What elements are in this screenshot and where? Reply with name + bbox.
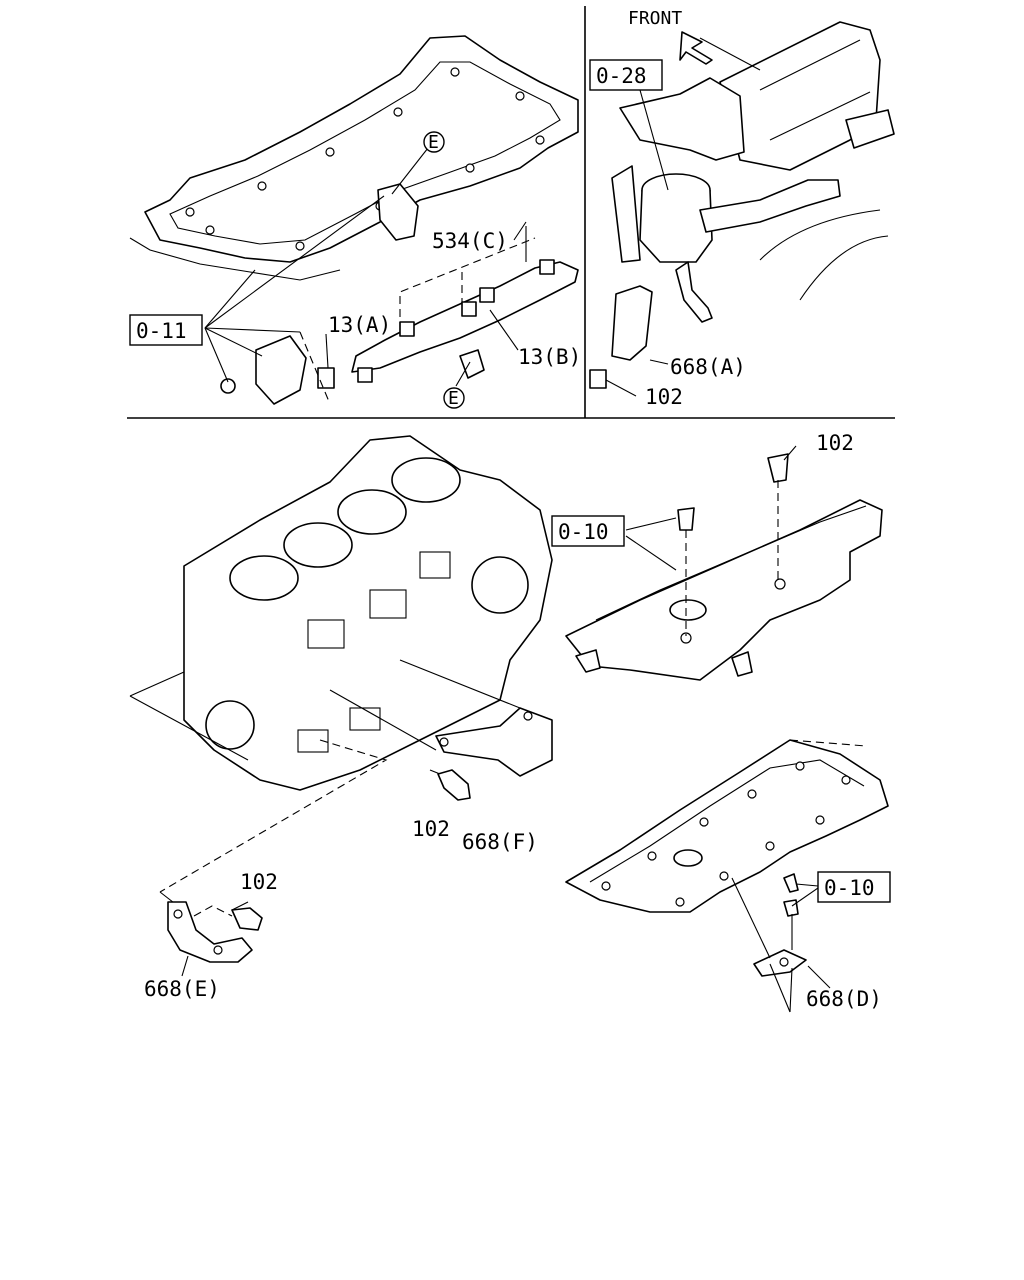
bracket-668f-drawing	[435, 707, 553, 777]
circle-e-top	[423, 131, 445, 153]
part-534c-label: 534(C)	[432, 229, 508, 253]
ref-0-10-b-label: 0-10	[824, 876, 875, 900]
part-102-e-label: 102	[240, 870, 278, 894]
panel-dividers	[127, 6, 895, 419]
part-102-pan-label: 102	[816, 431, 854, 455]
part-102-top-right-label: 102	[645, 385, 683, 409]
circle-e-top-label: E	[428, 132, 439, 153]
oil-pan-bottom-drawing	[565, 739, 889, 1013]
engine-top-drawing	[589, 21, 895, 389]
callout-labels: FRONT 0-28 0-11 E E 534(C) 13(A) 13(B) 6…	[129, 8, 891, 1011]
upper-oil-pan-drawing	[129, 35, 579, 281]
bracket-668e-drawing	[167, 901, 263, 977]
top-right-leaders	[605, 37, 761, 397]
part-102-block-label: 102	[412, 817, 450, 841]
ref-box-0-10-a	[551, 515, 625, 547]
ref-0-11-label: 0-11	[136, 319, 187, 343]
circle-e-bottom-label: E	[448, 388, 459, 409]
part-668d-label: 668(D)	[806, 987, 882, 1011]
ref-box-0-28	[589, 59, 663, 91]
top-left-leaders	[204, 147, 536, 405]
cylinder-block-drawing	[129, 435, 553, 791]
bolt-102-block-drawing	[437, 769, 471, 801]
part-668e-label: 668(E)	[144, 977, 220, 1001]
ref-0-10-a-label: 0-10	[558, 520, 609, 544]
part-13a-label: 13(A)	[328, 313, 391, 337]
lower-oil-pan-drawing	[565, 445, 883, 681]
circle-e-bottom	[443, 387, 465, 409]
part-668f-label: 668(F)	[462, 830, 538, 854]
ref-box-0-11	[129, 314, 203, 346]
front-label: FRONT	[628, 8, 682, 29]
ref-box-0-10-b	[817, 871, 891, 903]
part-668a-label: 668(A)	[670, 355, 746, 379]
wiring-harness-drawing	[220, 259, 579, 405]
part-13b-label: 13(B)	[518, 345, 581, 369]
ref-0-28-label: 0-28	[596, 64, 647, 88]
